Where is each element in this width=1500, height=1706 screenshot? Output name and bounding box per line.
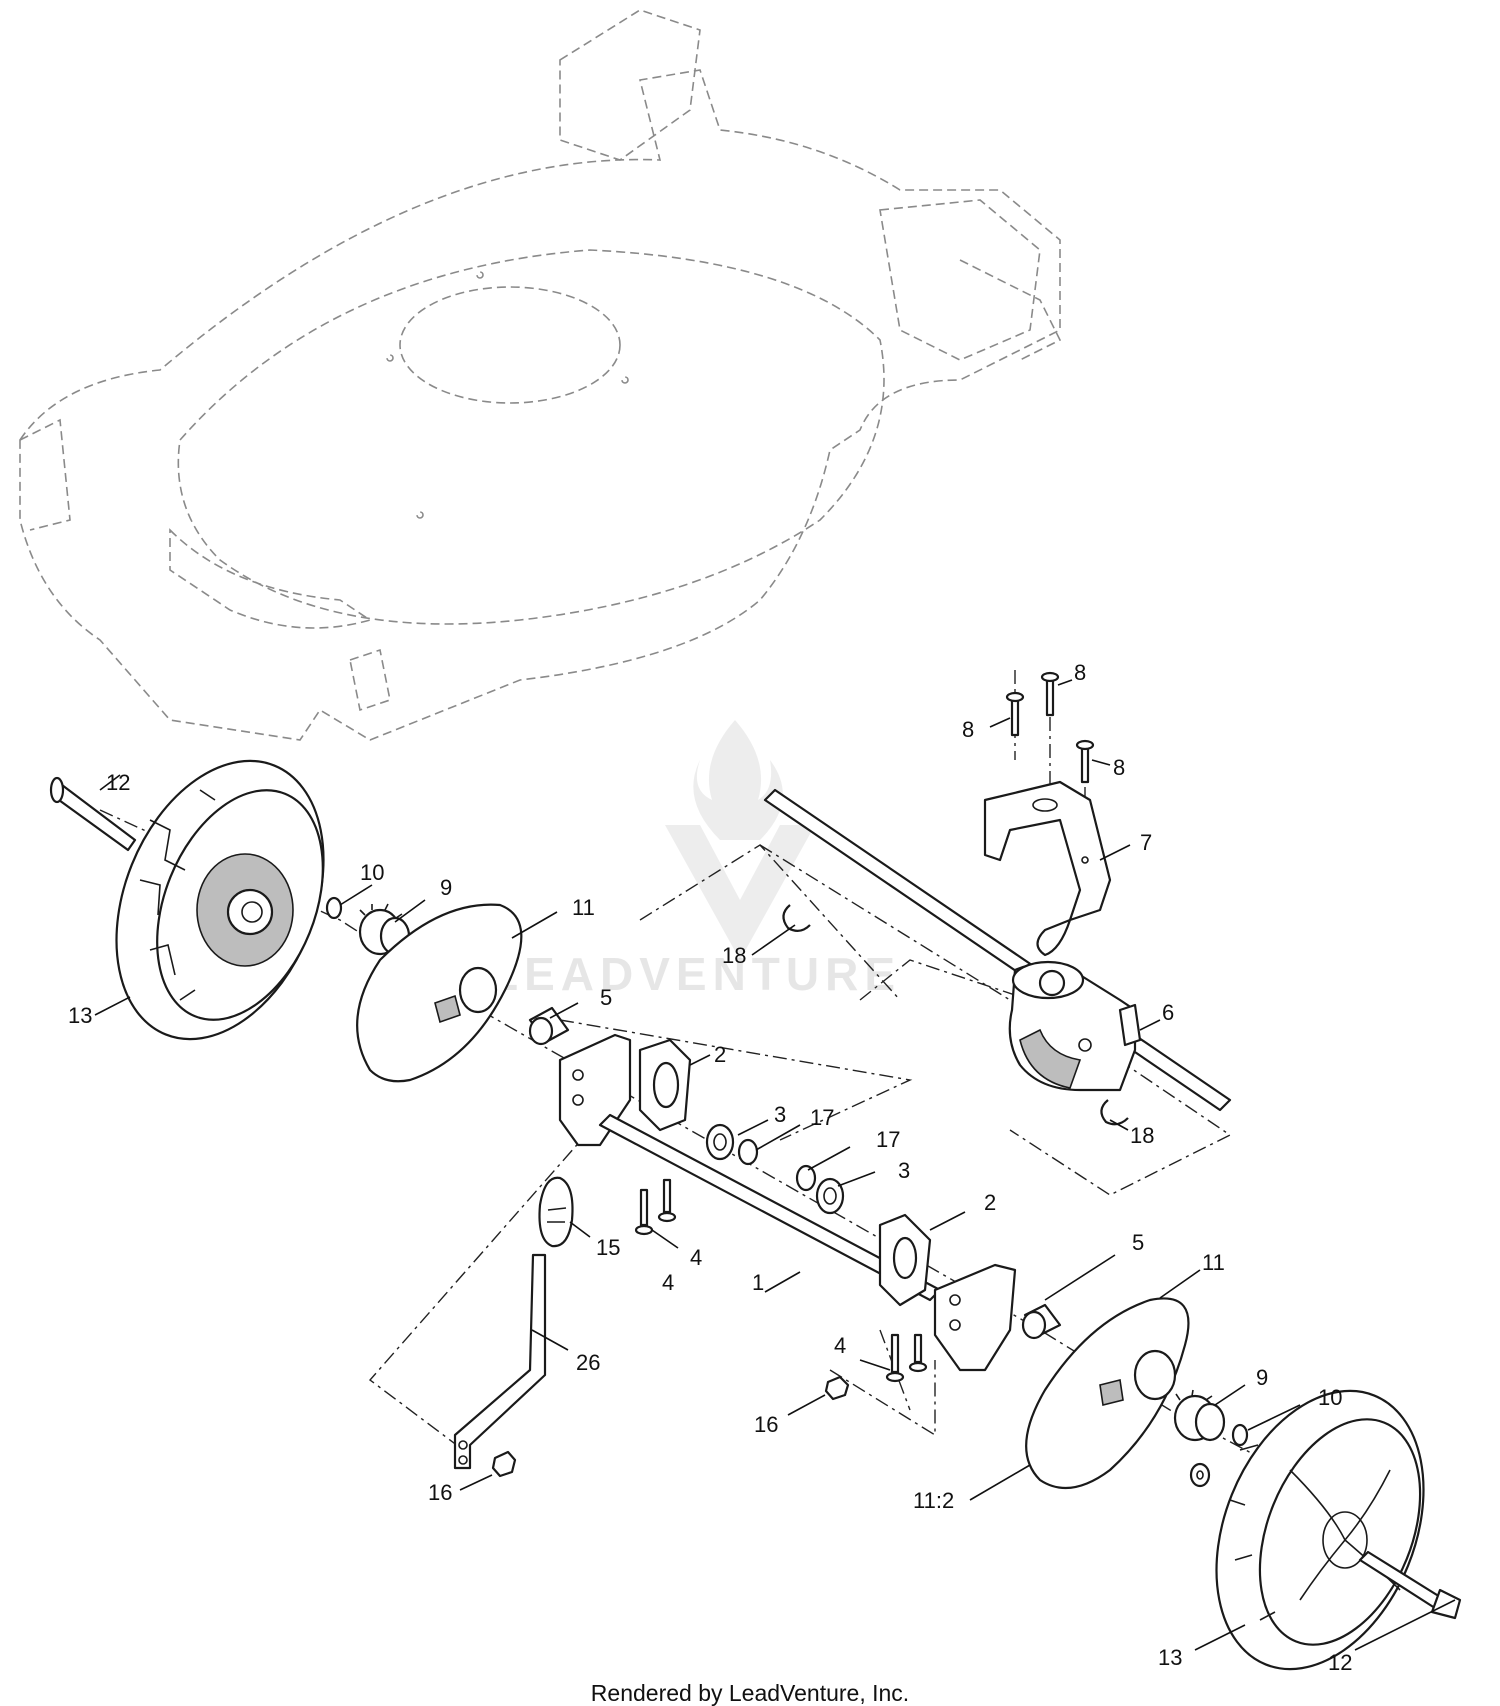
callout-4-right: 4 bbox=[690, 1245, 702, 1270]
part-3-bearing-mid bbox=[815, 1177, 845, 1215]
callout-8-right: 8 bbox=[1113, 755, 1125, 780]
callout-17-top: 17 bbox=[810, 1105, 834, 1130]
callout-5-top: 5 bbox=[600, 985, 612, 1010]
callout-10-top: 10 bbox=[360, 860, 384, 885]
part-7-bracket bbox=[983, 780, 1112, 957]
part-6-transmission bbox=[763, 788, 1232, 1112]
callout-13-right: 13 bbox=[1158, 1645, 1182, 1670]
callout-15: 15 bbox=[596, 1235, 620, 1260]
callout-3-top: 3 bbox=[774, 1102, 786, 1127]
part-11-shield-left bbox=[356, 903, 523, 1083]
part-4-screws-left bbox=[634, 1178, 677, 1236]
part-2-bracket-right bbox=[878, 1213, 1017, 1372]
part-16-nut-mid bbox=[824, 1375, 850, 1401]
part-15-knob bbox=[538, 1176, 574, 1248]
part-16-nut-bottom bbox=[491, 1450, 517, 1478]
v-logo-icon bbox=[665, 825, 815, 960]
callout-8-top: 8 bbox=[1074, 660, 1086, 685]
callout-16-bottom: 16 bbox=[428, 1480, 452, 1505]
callout-9-bottom: 9 bbox=[1256, 1365, 1268, 1390]
part-17-washer-top bbox=[737, 1138, 759, 1166]
part-4-screws-right bbox=[885, 1333, 928, 1383]
callout-5-bottom: 5 bbox=[1132, 1230, 1144, 1255]
callout-3-mid: 3 bbox=[898, 1158, 910, 1183]
callout-17-mid: 17 bbox=[876, 1127, 900, 1152]
leader-lines bbox=[94, 679, 1456, 1651]
part-10-washer-right bbox=[1231, 1423, 1249, 1447]
callout-11-bottom: 11 bbox=[1202, 1250, 1225, 1275]
callout-18-left: 18 bbox=[722, 943, 746, 968]
part-8-screws bbox=[1005, 671, 1095, 784]
part-17-washer-mid bbox=[795, 1164, 817, 1192]
callout-7: 7 bbox=[1140, 830, 1152, 855]
callout-12-bottom: 12 bbox=[1328, 1650, 1352, 1675]
rendered-by-footer: Rendered by LeadVenture, Inc. bbox=[590, 1680, 910, 1706]
callout-13-left: 13 bbox=[68, 1003, 92, 1028]
part-11-shield-right bbox=[1025, 1297, 1190, 1490]
part-5-bushing-left bbox=[528, 1006, 570, 1046]
part-18-clip-left bbox=[782, 904, 811, 932]
callout-18-right: 18 bbox=[1130, 1123, 1154, 1148]
callout-11-top: 11 bbox=[572, 895, 595, 920]
callout-2-mid: 2 bbox=[984, 1190, 996, 1215]
callout-4-below: 4 bbox=[662, 1270, 674, 1295]
callout-12-top: 12 bbox=[106, 770, 130, 795]
part-18-clip-right bbox=[1100, 1099, 1129, 1126]
part-26-lever bbox=[453, 1253, 547, 1470]
callout-labels: 12 10 9 11 13 5 18 8 8 8 7 6 18 2 3 17 1… bbox=[68, 660, 1352, 1675]
part-13-wheel-left bbox=[115, 759, 325, 1041]
callout-8-left: 8 bbox=[962, 717, 974, 742]
flame-logo-icon bbox=[693, 720, 783, 840]
callout-4-bottom: 4 bbox=[834, 1333, 846, 1358]
part-12-axle-bolt-left bbox=[49, 776, 137, 852]
part-3-bearing-top bbox=[705, 1123, 735, 1161]
callout-10-bottom: 10 bbox=[1318, 1385, 1342, 1410]
part-10-washer-left bbox=[325, 896, 343, 920]
leadventure-watermark: LEADVENTURE bbox=[490, 720, 901, 1000]
callout-11-2: 11:2 bbox=[913, 1488, 954, 1513]
part-13-wheel-right bbox=[1215, 1389, 1425, 1671]
callout-2-top: 2 bbox=[714, 1042, 726, 1067]
callout-26: 26 bbox=[576, 1350, 600, 1375]
callout-16-mid: 16 bbox=[754, 1412, 778, 1437]
callout-6: 6 bbox=[1162, 1000, 1174, 1025]
part-5-bushing-right bbox=[1021, 1303, 1062, 1340]
watermark-text: LEADVENTURE bbox=[490, 948, 901, 1000]
part-9-pinion-right bbox=[1173, 1389, 1226, 1442]
part-washer-small-right bbox=[1189, 1462, 1211, 1488]
callout-1: 1 bbox=[752, 1270, 764, 1295]
mower-deck-outline bbox=[19, 9, 1062, 741]
callout-9-top: 9 bbox=[440, 875, 452, 900]
